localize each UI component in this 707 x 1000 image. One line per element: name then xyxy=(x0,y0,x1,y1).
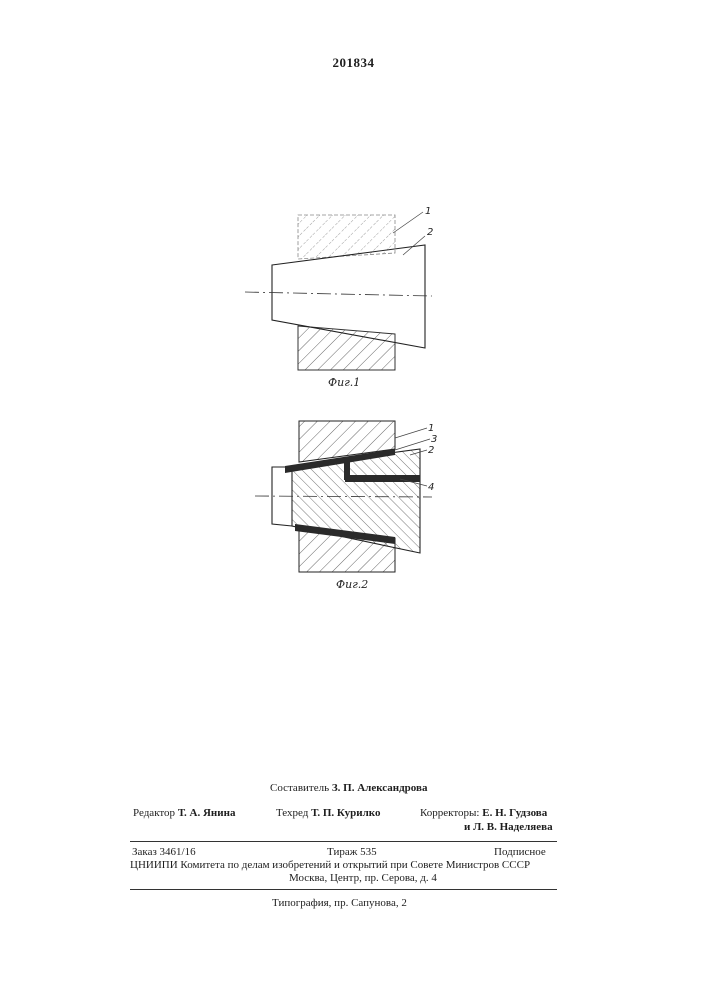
subscription: Подписное xyxy=(494,846,546,858)
fig2-leader-1 xyxy=(395,428,427,438)
compiler-label: Составитель xyxy=(270,782,329,794)
fig1-axis xyxy=(245,292,432,296)
footer-rule-top xyxy=(130,841,557,842)
compiler-line: Составитель З. П. Александрова xyxy=(270,782,427,794)
fig2-leader-3 xyxy=(395,439,430,450)
order-number: Заказ 3461/16 xyxy=(132,846,196,858)
fig1-lower-block xyxy=(298,326,395,370)
fig2-caption: Фиг.2 xyxy=(336,578,368,591)
fig2-label-2: 2 xyxy=(428,445,434,456)
fig2-label-1: 1 xyxy=(428,423,434,434)
figure-1: 1 2 Фиг.1 xyxy=(245,206,433,389)
footer-rule-bottom xyxy=(130,889,557,890)
figure-2: 1 3 2 4 Фиг.2 xyxy=(255,421,437,591)
address: Москва, Центр, пр. Серова, д. 4 xyxy=(289,872,437,884)
corrector-2-line: и Л. В. Наделяева xyxy=(464,821,553,833)
techred-label: Техред xyxy=(276,807,308,819)
print-run: Тираж 535 xyxy=(327,846,377,858)
fig2-step xyxy=(344,458,350,480)
compiler-name: З. П. Александрова xyxy=(332,782,428,794)
fig2-label-4: 4 xyxy=(428,482,434,493)
techred-name: Т. П. Курилко xyxy=(311,807,380,819)
editor-name: Т. А. Янина xyxy=(178,807,236,819)
fig1-upper-block xyxy=(298,215,395,259)
institute: ЦНИИПИ Комитета по делам изобретений и о… xyxy=(130,859,530,871)
corrector-1: Е. Н. Гудзова xyxy=(482,807,547,819)
techred-line: Техред Т. П. Курилко xyxy=(276,807,380,819)
printshop: Типография, пр. Сапунова, 2 xyxy=(272,897,407,909)
fig1-label-2: 2 xyxy=(427,227,433,238)
fig1-leader-1 xyxy=(393,212,423,233)
fig1-caption: Фиг.1 xyxy=(328,376,360,389)
correctors-line: Корректоры: Е. Н. Гудзова xyxy=(420,807,547,819)
editor-line: Редактор Т. А. Янина xyxy=(133,807,235,819)
correctors-label: Корректоры: xyxy=(420,807,479,819)
fig1-label-1: 1 xyxy=(425,206,431,217)
editor-label: Редактор xyxy=(133,807,175,819)
fig2-label-3: 3 xyxy=(431,434,437,445)
corrector-2: и Л. В. Наделяева xyxy=(464,821,553,833)
